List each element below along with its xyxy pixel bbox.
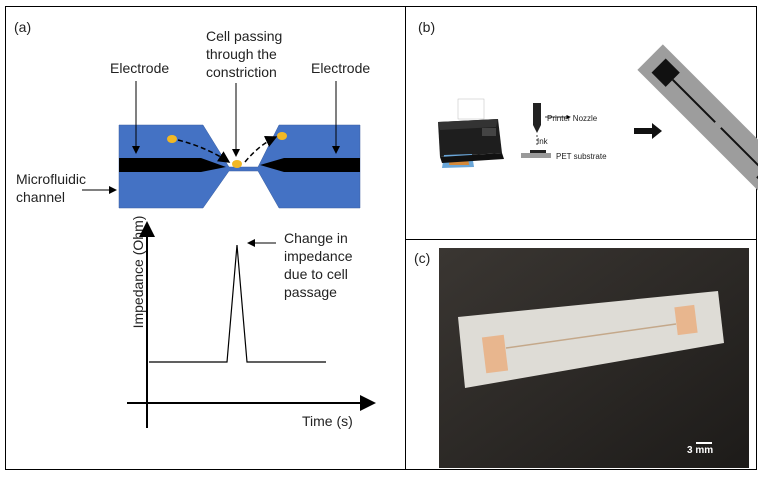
cell-left	[167, 135, 177, 143]
process-arrow-icon	[634, 123, 662, 139]
scale-bar	[696, 442, 712, 444]
cell-label-line2: through the	[206, 46, 277, 62]
panel-b: (b) Printer Nozzle Ink PET substrate	[405, 6, 758, 240]
change-label-line1: Change in	[284, 230, 348, 246]
electrode-left-label: Electrode	[110, 60, 170, 76]
cell-label-line3: constriction	[206, 64, 277, 80]
change-label-line3: due to cell	[284, 266, 348, 282]
change-label-line2: impedance	[284, 248, 353, 264]
cell-label-line1: Cell passing	[206, 28, 283, 44]
scale-label: 3 mm	[687, 445, 714, 456]
nozzle-label: Printer Nozzle	[547, 114, 598, 123]
change-label-line4: passage	[284, 284, 337, 300]
panel-a-drawing	[82, 81, 376, 428]
microfluidic-channel	[118, 124, 361, 209]
panel-c-tag: (c)	[414, 250, 431, 266]
panel-b-drawing	[438, 44, 758, 206]
panel-c: (c) 3 mm	[405, 239, 757, 470]
nozzle-schematic	[521, 103, 571, 158]
channel-label-line1: Microfluidic	[16, 171, 87, 187]
x-axis-label: Time (s)	[302, 413, 353, 429]
printer-icon	[438, 98, 504, 168]
cell-center	[232, 160, 242, 168]
substrate-label: PET substrate	[556, 152, 607, 161]
electrode-pad-left	[481, 334, 509, 374]
panel-a: (a) Cell passing through the constrictio…	[5, 6, 406, 470]
cell-path-left	[177, 139, 231, 163]
ink-label: Ink	[537, 137, 548, 146]
impedance-trace	[149, 244, 326, 363]
panel-a-tag: (a)	[14, 19, 32, 35]
sensor-photo	[439, 248, 749, 468]
electrode-left	[119, 158, 226, 172]
panel-b-tag: (b)	[418, 19, 436, 35]
channel-label-line2: channel	[16, 189, 66, 205]
electrode-right	[260, 158, 360, 172]
electrode-right-label: Electrode	[311, 60, 371, 76]
cell-path-right	[244, 136, 278, 163]
electrode-trace	[505, 323, 677, 349]
pet-substrate	[458, 291, 724, 388]
printed-device	[637, 44, 758, 206]
electrode-pad-right	[674, 304, 698, 336]
cell-right	[277, 132, 287, 140]
